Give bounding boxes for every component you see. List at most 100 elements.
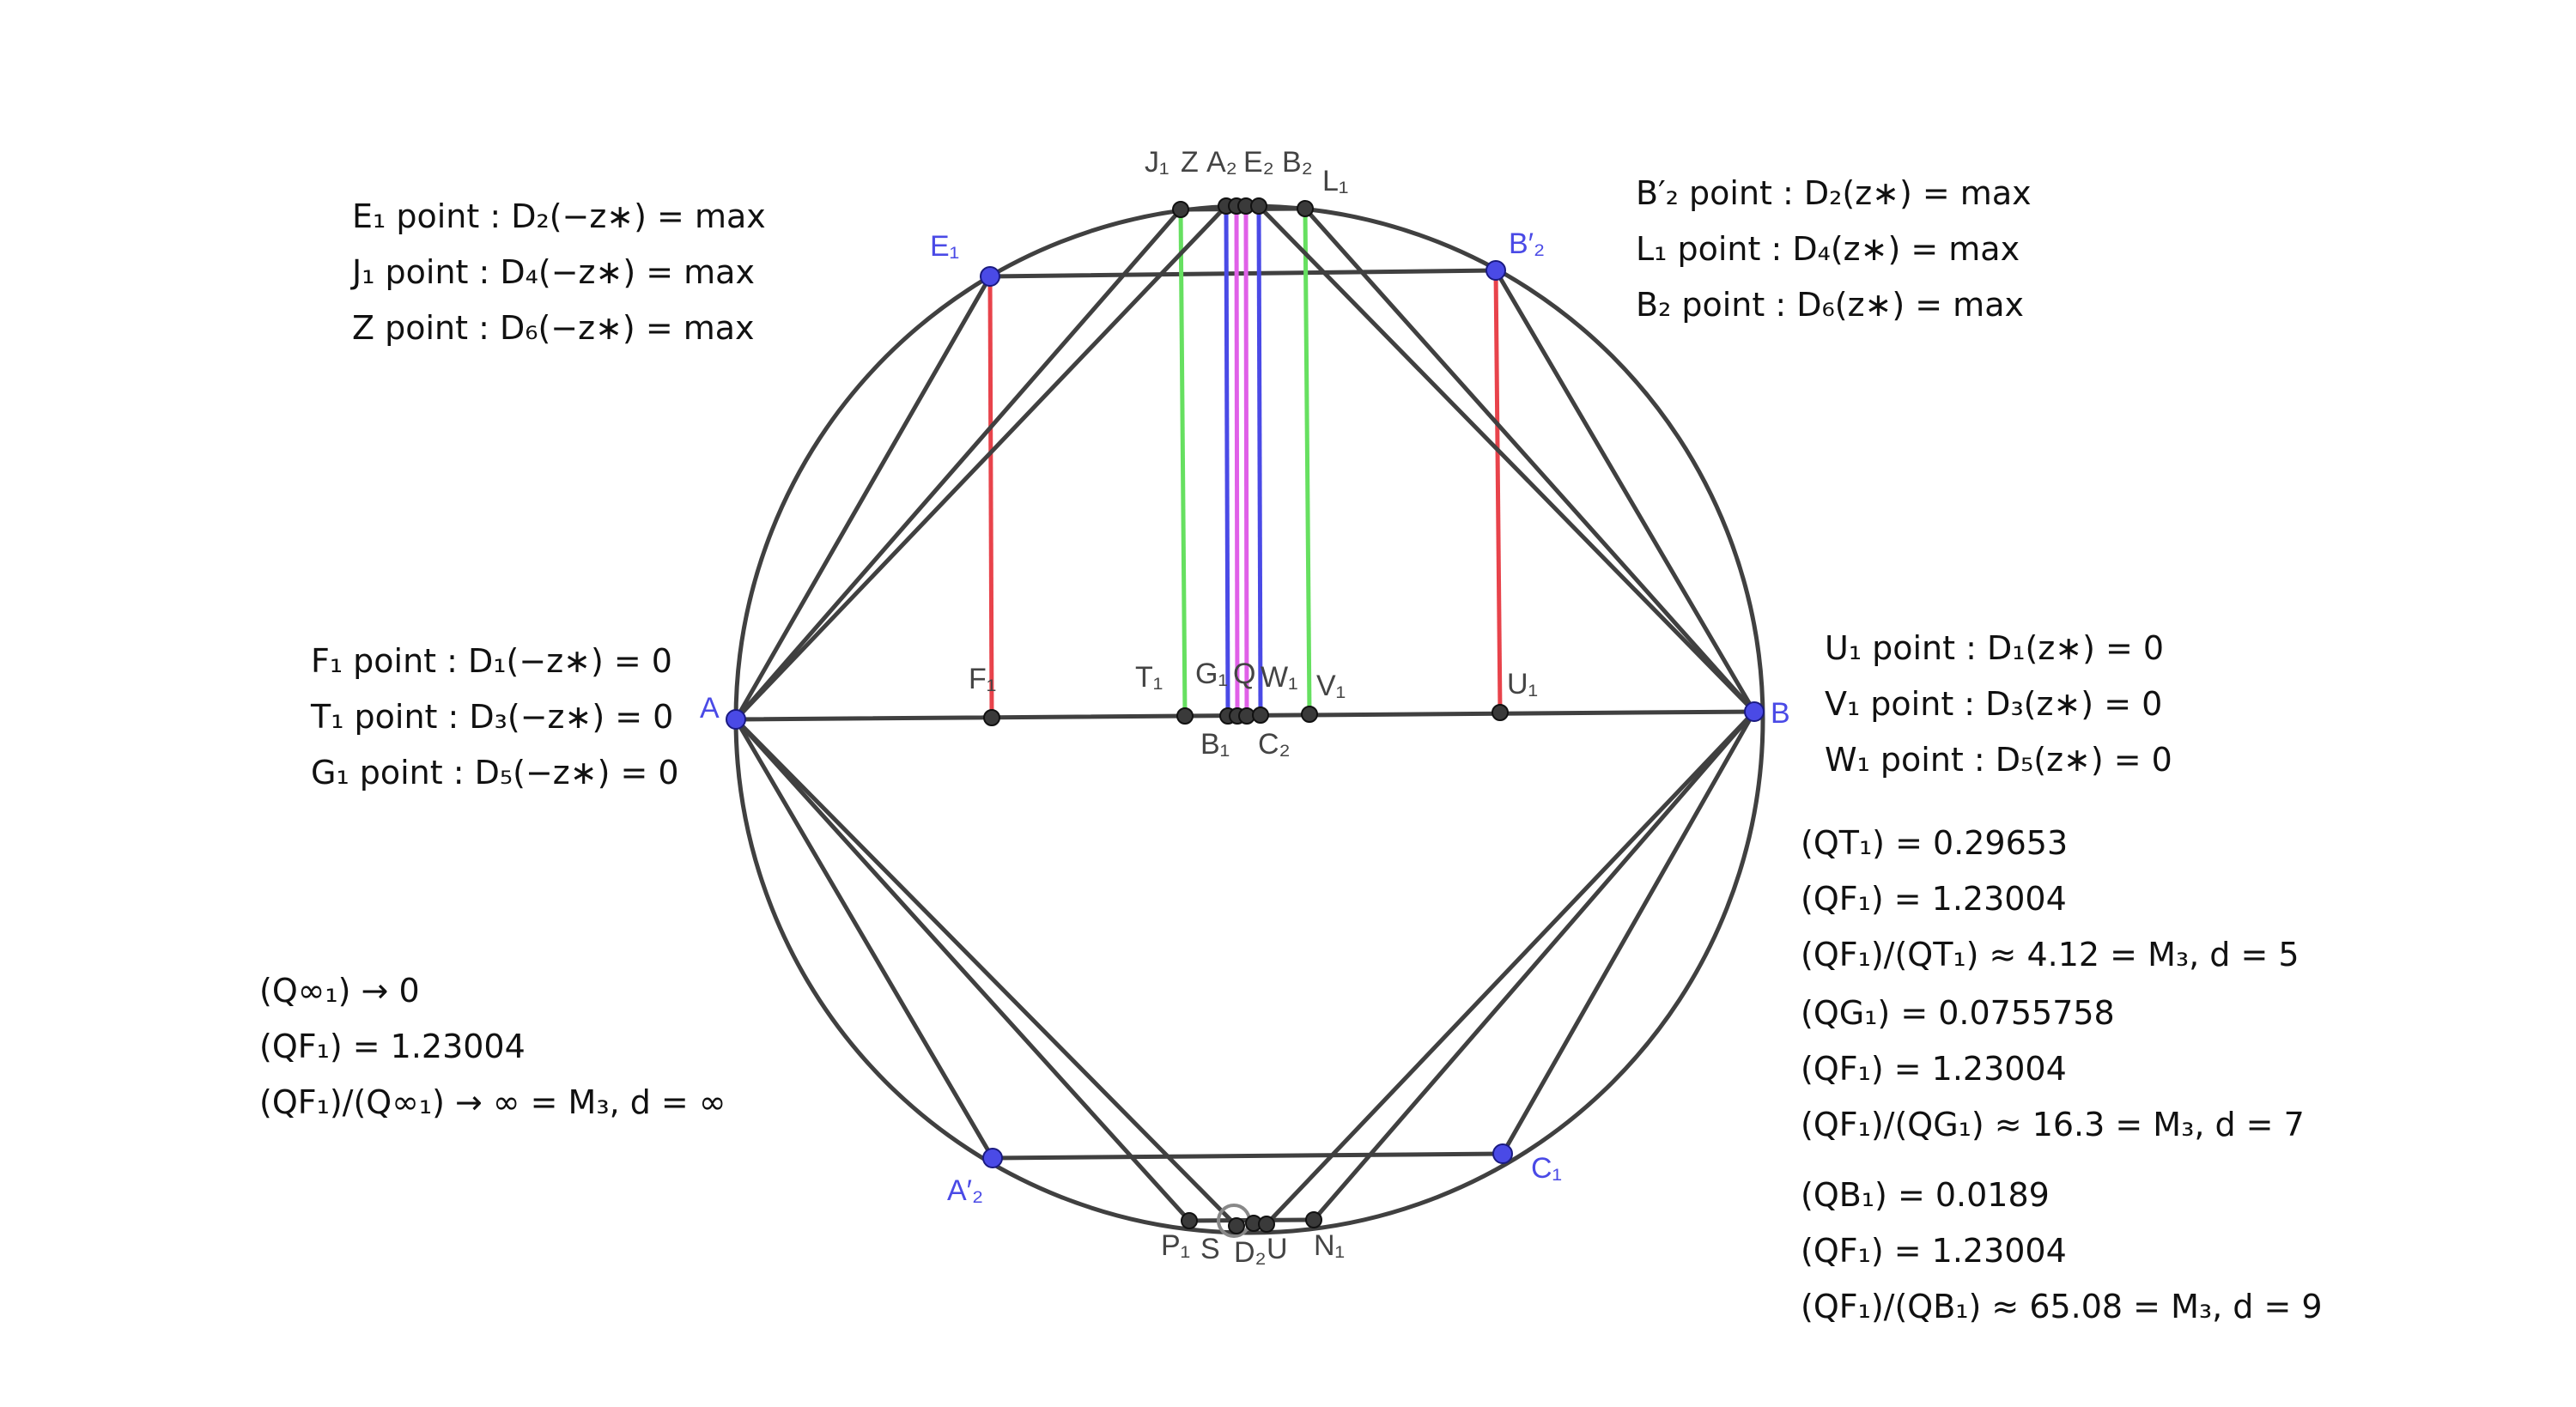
annotation-top-right: B′₂ point : D₂(z∗) = max L₁ point : D₄(z… [1636,166,2032,333]
label-w1: W₁ [1261,661,1298,694]
point-a2p[interactable] [982,1148,1003,1168]
label-b1: B₁ [1200,728,1230,761]
annotation-top-left: E₁ point : D₂(−z∗) = max J₁ point : D₄(−… [352,189,766,356]
label-p1: P₁ [1161,1229,1190,1262]
annotation-line: G₁ point : D₅(−z∗) = 0 [311,754,679,791]
label-c1: C₁ [1531,1152,1562,1185]
magenta-a2-g1 [1234,205,1240,717]
line-b-l1 [1303,206,1757,714]
line-b-b2 [1256,203,1757,714]
label-a2: A₂ [1206,146,1237,179]
blue-z-b1 [1224,205,1230,717]
annotation-line: Z point : D₆(−z∗) = max [352,309,755,347]
point-e1[interactable] [980,266,1000,287]
annotation-line: T₁ point : D₃(−z∗) = 0 [311,698,674,736]
red-b2p-u1 [1493,270,1503,713]
annotation-line: (QF₁) = 1.23004 [259,1028,526,1065]
annotation-line: U₁ point : D₁(z∗) = 0 [1825,629,2165,667]
annotation-line: (QF₁) = 1.23004 [1801,880,2067,918]
line-a-p1 [733,717,1192,1223]
green-l1-v1 [1303,208,1312,715]
label-v1: V₁ [1316,670,1346,702]
edge-b-b2p [1493,268,1757,714]
label-d2: D₂ [1234,1236,1267,1269]
annotation-right-block-3: (QB₁) = 0.0189 (QF₁) = 1.23004 (QF₁)/(QB… [1801,1167,2323,1335]
line-a-z [733,203,1229,722]
point-b[interactable] [1744,701,1765,722]
point-n1[interactable] [1305,1211,1322,1228]
chord-a2p-c1 [990,1151,1505,1161]
point-f1[interactable] [983,709,1000,726]
point-a[interactable] [726,709,746,730]
label-b: B [1771,697,1790,730]
annotation-line: (QG₁) = 0.0755758 [1801,994,2115,1032]
point-s[interactable] [1228,1217,1245,1234]
point-u[interactable] [1258,1216,1275,1233]
annotation-line: (QF₁) = 1.23004 [1801,1232,2067,1270]
label-g1: G₁ [1195,658,1228,690]
annotation-mid-left: F₁ point : D₁(−z∗) = 0 T₁ point : D₃(−z∗… [311,634,679,801]
annotation-line: (QF₁)/(Q∞₁) → ∞ = M₃, d = ∞ [259,1083,726,1121]
annotation-line: J₁ point : D₄(−z∗) = max [352,253,755,291]
label-l1: L₁ [1322,165,1348,197]
point-t1[interactable] [1176,707,1194,725]
label-s: S [1200,1233,1220,1265]
label-u1: U₁ [1507,668,1538,700]
label-f1: F₁ [969,663,996,695]
label-e2: E₂ [1243,146,1274,179]
annotation-line: (QF₁) = 1.23004 [1801,1050,2067,1088]
point-b2p[interactable] [1485,260,1506,281]
green-j1-t1 [1178,209,1188,717]
annotation-line: (QF₁)/(QT₁) ≈ 4.12 = M₃, d = 5 [1801,936,2300,973]
point-l1[interactable] [1297,200,1314,217]
annotation-bottom-left: (Q∞₁) → 0 (QF₁) = 1.23004 (QF₁)/(Q∞₁) → … [259,963,726,1131]
annotation-line: (Q∞₁) → 0 [259,972,420,1010]
label-b2p: B′₂ [1509,227,1545,260]
line-a-j1 [733,207,1183,722]
annotation-right-block-1: (QT₁) = 0.29653 (QF₁) = 1.23004 (QF₁)/(Q… [1801,816,2300,983]
edge-a-a2p [733,717,995,1161]
label-u: U [1267,1233,1288,1265]
label-e1: E₁ [930,230,959,263]
point-v1[interactable] [1301,706,1318,723]
label-a: A [700,692,720,725]
label-a2p: A′₂ [947,1174,983,1207]
annotation-line: (QT₁) = 0.29653 [1801,824,2069,862]
edge-b-c1 [1500,709,1757,1156]
line-b-n1 [1311,709,1757,1222]
point-p1[interactable] [1181,1212,1198,1229]
point-u1[interactable] [1492,704,1509,721]
annotation-line: B′₂ point : D₂(z∗) = max [1636,174,2032,212]
label-n1: N₁ [1314,1229,1345,1262]
point-w1[interactable] [1252,707,1269,724]
label-b2: B₂ [1282,146,1313,179]
annotation-line: F₁ point : D₁(−z∗) = 0 [311,642,672,680]
annotation-line: L₁ point : D₄(z∗) = max [1636,230,2020,268]
magenta-e2-c2 [1243,205,1249,717]
annotation-line: (QF₁)/(QB₁) ≈ 65.08 = M₃, d = 9 [1801,1288,2323,1325]
point-b2[interactable] [1250,197,1267,215]
chord-e1-b2p [987,268,1498,279]
edge-a-e1 [733,274,993,722]
red-e1-f1 [987,276,994,719]
annotation-line: E₁ point : D₂(−z∗) = max [352,197,766,235]
label-t1: T₁ [1135,661,1163,694]
label-q: Q [1233,658,1255,690]
line-b-u [1264,709,1757,1227]
annotation-line: (QB₁) = 0.0189 [1801,1176,2050,1214]
label-j1: J₁ [1145,146,1169,179]
annotation-line: B₂ point : D₆(z∗) = max [1636,286,2024,324]
line-a-s [733,717,1239,1228]
label-c2: C₂ [1258,728,1291,761]
blue-b2-w1 [1256,205,1263,716]
annotation-line: V₁ point : D₃(z∗) = 0 [1825,685,2163,723]
annotation-line: W₁ point : D₅(z∗) = 0 [1825,741,2172,779]
point-c1[interactable] [1492,1143,1513,1164]
point-j1[interactable] [1172,201,1189,218]
annotation-mid-right: U₁ point : D₁(z∗) = 0 V₁ point : D₃(z∗) … [1825,621,2172,788]
label-z: Z [1181,146,1199,179]
annotation-right-block-2: (QG₁) = 0.0755758 (QF₁) = 1.23004 (QF₁)/… [1801,986,2305,1153]
annotation-line: (QF₁)/(QG₁) ≈ 16.3 = M₃, d = 7 [1801,1106,2305,1143]
